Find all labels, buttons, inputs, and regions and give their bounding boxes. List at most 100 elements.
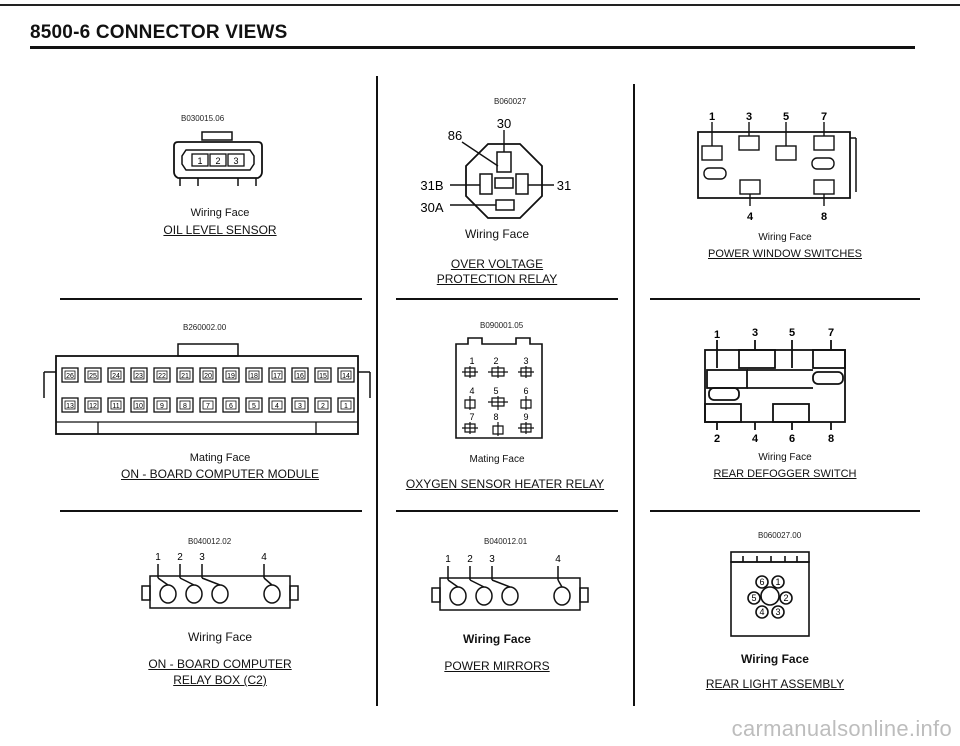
pin-label: 2 — [177, 552, 183, 563]
relay-box-c2-connector: 1 2 3 4 — [141, 552, 299, 609]
connector-name: REAR LIGHT ASSEMBLY — [705, 677, 845, 691]
pin-label: 7 — [469, 412, 474, 422]
pin-label: 1 — [197, 156, 202, 166]
pin-cavity — [153, 367, 171, 383]
face-label: Wiring Face — [190, 207, 250, 219]
power-window-switch-connector: 1 3 5 7 4 8 — [697, 111, 857, 223]
face-label: Wiring Face — [758, 452, 812, 463]
part-code: B260002.00 — [183, 323, 227, 332]
pin-inner — [110, 400, 122, 410]
pin-cavity — [222, 397, 240, 413]
face-label: Wiring Face — [463, 632, 531, 646]
connector-name: ON - BOARD COMPUTER MODULE — [120, 467, 319, 481]
pin-cavity — [153, 397, 171, 413]
pin-label: 8 — [821, 211, 827, 223]
pin-label: 1 — [775, 577, 780, 587]
pin-label: 1 — [469, 356, 474, 366]
pin-inner — [110, 370, 122, 380]
pin-label: 9 — [160, 403, 164, 410]
pin-label: 3 — [199, 552, 205, 563]
pin-label: 19 — [227, 373, 235, 380]
top-border-line — [0, 4, 960, 6]
pin-cavity — [84, 367, 102, 383]
pin-label: 31 — [557, 178, 571, 193]
part-code: B040012.01 — [484, 537, 528, 546]
face-label: Wiring Face — [758, 232, 812, 243]
column-divider-right — [633, 84, 635, 706]
pin-inner — [248, 370, 260, 380]
row-divider — [650, 510, 920, 512]
connector-name: POWER MIRRORS — [444, 659, 550, 673]
pin-label: 14 — [342, 373, 350, 380]
pin-label: 6 — [229, 403, 233, 410]
oil-level-sensor-connector: 1 2 3 — [173, 131, 263, 186]
pin-label: 7 — [821, 111, 827, 123]
pin-label: 1 — [714, 329, 720, 341]
pin-label: 2 — [321, 403, 325, 410]
pin-label: 7 — [206, 403, 210, 410]
face-label: Wiring Face — [464, 227, 529, 241]
pin-label: 3 — [489, 554, 495, 565]
pin-inner — [225, 400, 237, 410]
pin-label: 3 — [523, 356, 528, 366]
row-divider — [60, 298, 362, 300]
pin-inner — [64, 400, 76, 410]
pin-inner — [340, 370, 352, 380]
pin-cavity — [84, 397, 102, 413]
row-divider — [650, 298, 920, 300]
pin-cavity — [61, 367, 79, 383]
pin-label: 4 — [261, 552, 267, 563]
part-code: B030015.06 — [181, 114, 225, 123]
pin-label: 4 — [275, 403, 279, 410]
pin-label: 6 — [789, 433, 795, 445]
pin-label: 21 — [181, 373, 189, 380]
pin-label: 25 — [89, 373, 97, 380]
connector-name-line-2: PROTECTION RELAY — [436, 272, 558, 286]
pin-label: 15 — [319, 373, 327, 380]
pin-inner — [133, 370, 145, 380]
oxygen-sensor-relay-connector: 1 2 3 4 5 6 7 8 9 — [455, 337, 543, 439]
pin-label: 4 — [469, 386, 474, 396]
pin-label: 5 — [252, 403, 256, 410]
face-label: Mating Face — [469, 454, 525, 465]
power-mirrors-connector: 1 2 3 4 — [431, 554, 589, 611]
pin-label: 9 — [523, 412, 528, 422]
pin-cavity — [199, 367, 217, 383]
pin-label: 86 — [448, 128, 462, 143]
pin-label: 3 — [233, 156, 238, 166]
pin-label: 4 — [759, 607, 764, 617]
pin-inner — [248, 400, 260, 410]
pin-label: 2 — [714, 433, 720, 445]
pin-label: 1 — [445, 554, 451, 565]
pin-label: 2 — [467, 554, 473, 565]
pin-inner — [317, 400, 329, 410]
part-code: B040012.02 — [188, 537, 232, 546]
connector-name-line-1: OVER VOLTAGE — [450, 257, 544, 271]
pin-cavity — [107, 397, 125, 413]
pin-cavity — [130, 397, 148, 413]
pin-label: 8 — [828, 433, 834, 445]
pin-label: 5 — [789, 327, 795, 339]
pin-label: 6 — [523, 386, 528, 396]
pin-label: 6 — [759, 577, 764, 587]
pin-cavity — [268, 397, 286, 413]
pin-label: 8 — [493, 412, 498, 422]
connector-name-line-2: RELAY BOX (C2) — [173, 673, 267, 687]
pin-cavity — [130, 367, 148, 383]
pin-label: 24 — [112, 373, 120, 380]
pin-label: 31B — [420, 178, 443, 193]
pin-cavity — [314, 397, 332, 413]
pin-inner — [156, 370, 168, 380]
pin-label: 11 — [112, 403, 119, 410]
pin-label: 10 — [135, 403, 143, 410]
pin-cavity — [268, 367, 286, 383]
pin-label: 5 — [751, 593, 756, 603]
header-underline — [30, 46, 915, 49]
pin-label: 23 — [135, 373, 143, 380]
pin-label: 1 — [155, 552, 161, 563]
part-code: B060027.00 — [758, 531, 802, 540]
pin-cavity — [107, 367, 125, 383]
connector-name: OXYGEN SENSOR HEATER RELAY — [405, 477, 605, 491]
connector-name-line-1: ON - BOARD COMPUTER — [148, 657, 292, 671]
pin-cavity — [199, 397, 217, 413]
